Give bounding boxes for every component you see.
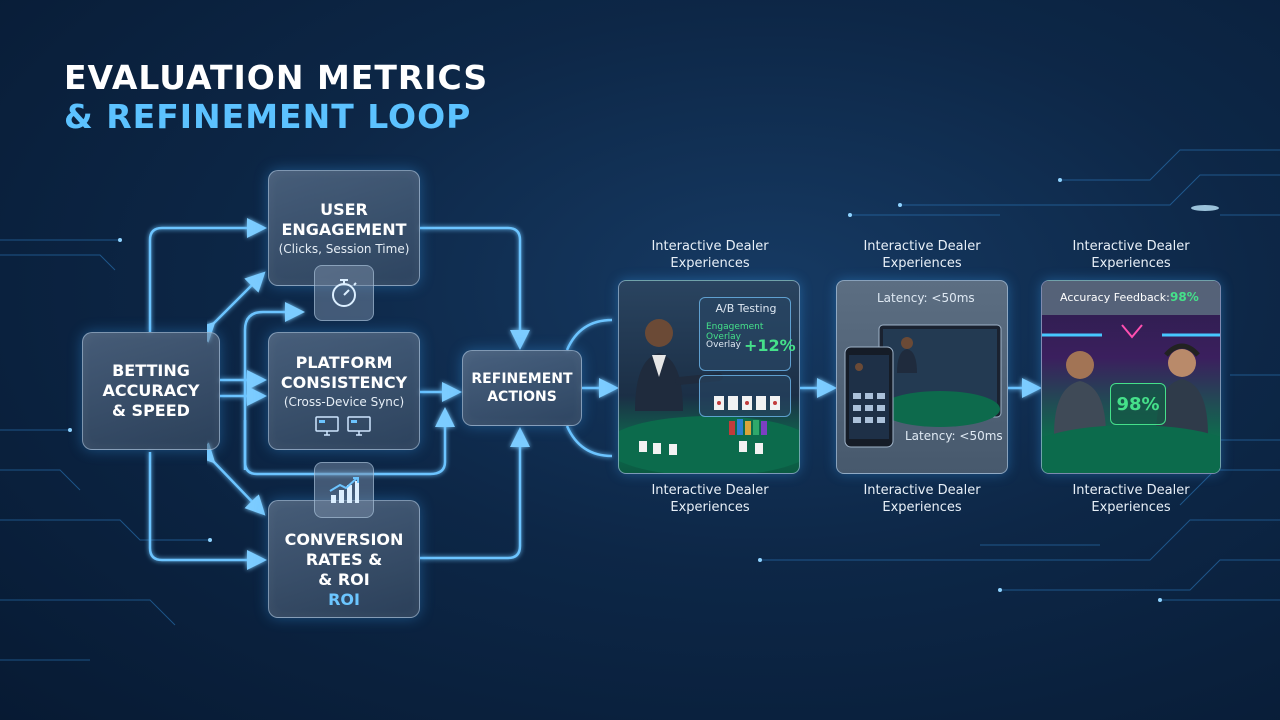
- ab-overlay-line: Overlay: [706, 340, 741, 350]
- latency-label-top: Latency: <50ms: [877, 291, 975, 305]
- node-engagement-label: USER ENGAGEMENT: [281, 200, 407, 239]
- panel2-caption-bottom: Interactive Dealer Experiences: [863, 483, 981, 515]
- title-line-1: EVALUATION METRICS: [64, 58, 489, 97]
- branch-to-panel-bottom: [565, 425, 613, 458]
- ab-engagement-line: Engagement Overlay: [706, 322, 764, 342]
- node-platform-consistency[interactable]: PLATFORM CONSISTENCY (Cross-Device Sync): [268, 332, 420, 450]
- node-refinement-actions[interactable]: REFINEMENT ACTIONS: [462, 350, 582, 426]
- ab-testing-title: A/B Testing: [715, 302, 777, 315]
- node-refinement-label: REFINEMENT ACTIONS: [471, 371, 573, 405]
- stopwatch-icon: [314, 265, 374, 321]
- node-platform-label: PLATFORM CONSISTENCY: [280, 353, 408, 392]
- panel3-caption-top: Interactive Dealer Experiences: [1072, 239, 1190, 271]
- arrow-engagement-to-refinement: [420, 226, 530, 350]
- node-conversion-label: CONVERSION RATES &: [284, 530, 404, 569]
- latency-label-bottom: Latency: <50ms: [905, 429, 1003, 443]
- node-conversion-roi: ROI: [328, 590, 360, 609]
- accuracy-feedback-label: Accuracy Feedback:: [1060, 291, 1170, 304]
- arrow-conversion-to-refinement: [420, 427, 530, 560]
- node-conversion-label-2: & ROI: [318, 570, 370, 589]
- panel-latency[interactable]: Latency: <50ms Latency: <50ms: [836, 280, 1008, 474]
- arrow-diagonal-lower: [194, 442, 266, 516]
- node-betting-accuracy[interactable]: BETTING ACCURACY & SPEED: [82, 332, 220, 450]
- node-conversion-rates[interactable]: CONVERSION RATES & & ROI ROI: [268, 500, 420, 618]
- panel-ab-testing[interactable]: A/B Testing Engagement Overlay Overlay +…: [618, 280, 800, 474]
- arrow-betting-to-engagement: [148, 218, 267, 332]
- arrow-betting-to-conversion: [148, 452, 267, 570]
- accuracy-badge: 98%: [1110, 383, 1166, 425]
- ab-uplift-value: +12%: [744, 336, 796, 355]
- multi-device-scene: [844, 324, 1002, 448]
- arrow-diagonal-upper: [194, 271, 266, 343]
- title-line-2: & REFINEMENT LOOP: [64, 97, 472, 136]
- players-scene: [1042, 324, 1220, 473]
- bar-chart-growth-icon: [314, 462, 374, 518]
- panel2-caption-top: Interactive Dealer Experiences: [863, 239, 981, 271]
- accuracy-feedback-value: 98%: [1170, 290, 1199, 304]
- node-platform-sub: (Cross-Device Sync): [283, 395, 405, 409]
- card-selection-overlay: [699, 375, 791, 417]
- branch-to-panel-top: [565, 318, 613, 351]
- panel3-caption-bottom: Interactive Dealer Experiences: [1072, 483, 1190, 515]
- dealer-scene: [619, 319, 799, 473]
- ab-testing-overlay: A/B Testing Engagement Overlay Overlay +…: [699, 297, 796, 371]
- panel1-caption-top: Interactive Dealer Experiences: [651, 239, 769, 271]
- monitors-icon: [312, 415, 376, 441]
- panel-accuracy-feedback[interactable]: Accuracy Feedback: 98% 98%: [1041, 280, 1221, 474]
- node-betting-label: BETTING ACCURACY & SPEED: [102, 361, 200, 420]
- node-engagement-sub: (Clicks, Session Time): [278, 242, 410, 256]
- accuracy-badge-value: 98%: [1116, 393, 1160, 415]
- panel1-caption-bottom: Interactive Dealer Experiences: [651, 483, 769, 515]
